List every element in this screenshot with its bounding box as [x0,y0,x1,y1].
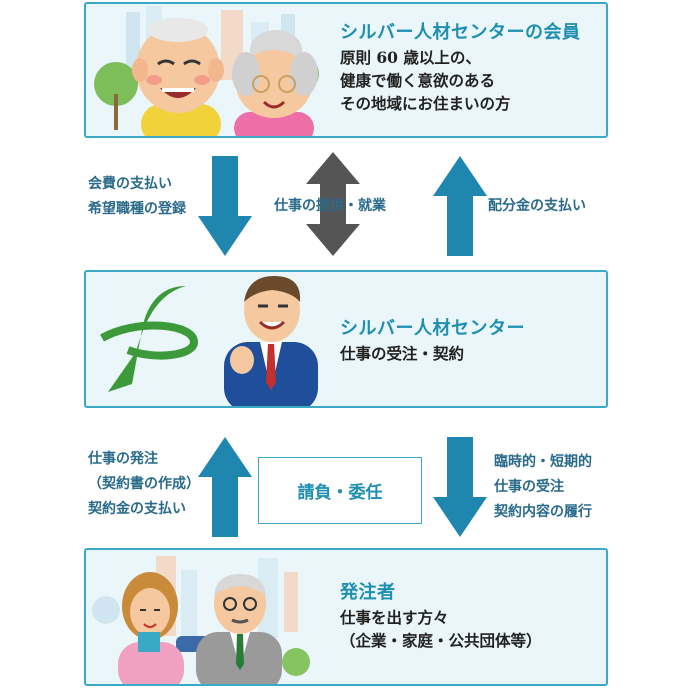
up-arrow-icon [433,156,487,256]
contract-type-box: 請負・委任 [258,457,422,524]
order-label: 仕事の発注 （契約書の作成） 契約金の支払い [88,451,200,517]
members-box: シルバー人材センターの会員 原則 60 歳以上の、 健康で働く意欲のある その地… [84,2,608,138]
center-logo-icon [100,286,198,392]
membership-fee-label: 会費の支払い 希望職種の登録 [88,176,186,217]
center-title: シルバー人材センター [340,318,525,339]
client-description: 仕事を出す方々 （企業・家庭・公共団体等） [340,608,542,650]
down-arrow-icon [433,437,487,537]
down-arrow-icon [198,156,252,256]
center-description: 仕事の受注・契約 [340,344,465,363]
staff-man-illustration [224,276,318,406]
job-fulfillment-label: 臨時的・短期的 仕事の受注 契約内容の履行 [494,454,592,520]
client-title: 発注者 [340,582,396,603]
bidirectional-arrow-icon [306,152,360,256]
distribution-payment-label: 配分金の支払い [488,198,586,214]
members-title: シルバー人材センターの会員 [340,22,581,43]
members-description: 原則 60 歳以上の、 健康で働く意欲のある その地域にお住まいの方 [340,48,511,113]
job-provision-label: 仕事の提供・就業 [274,198,386,214]
up-arrow-icon [198,437,252,537]
center-box: シルバー人材センター 仕事の受注・契約 [84,270,608,408]
clients-illustration [92,556,310,684]
client-box: 発注者 仕事を出す方々 （企業・家庭・公共団体等） [84,548,608,686]
senior-couple-illustration [94,6,319,136]
